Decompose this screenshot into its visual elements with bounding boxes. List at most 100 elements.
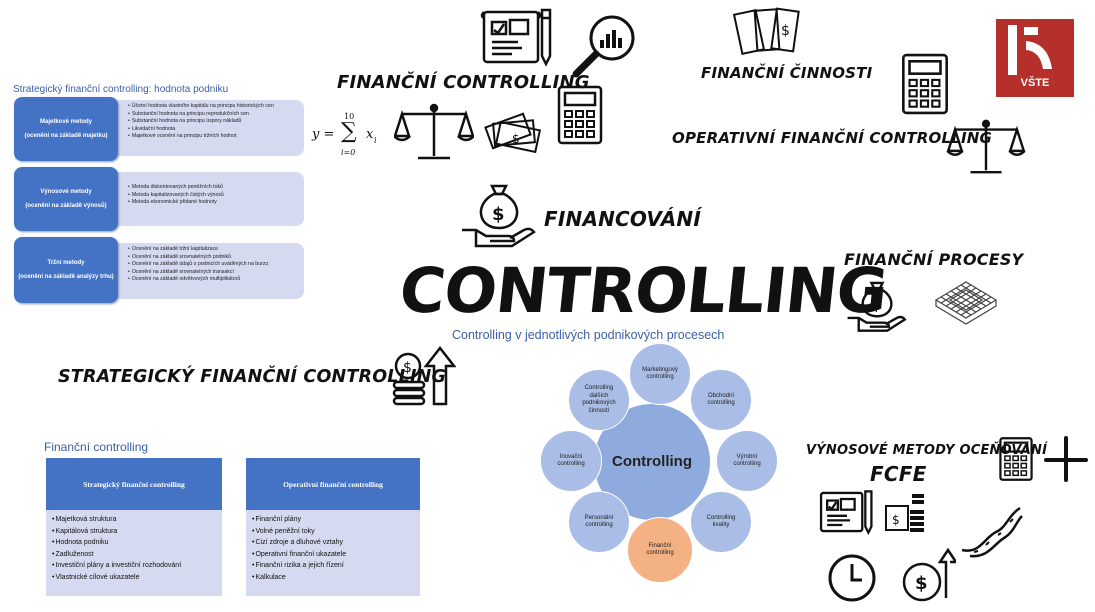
road-icon [961, 506, 1023, 558]
chip-icon [934, 281, 998, 325]
cycle-node-dalsi: Controlling dalších podnikových činností [568, 369, 630, 431]
group-2-list: Metoda diskontovaných peněžních toků Met… [110, 172, 304, 226]
calculator-icon-2 [902, 53, 948, 115]
svg-text:$: $ [871, 298, 881, 314]
svg-text:$: $ [512, 132, 520, 146]
money-stack-icon: $ [732, 7, 800, 56]
list-item: Volné peněžní toky [252, 526, 414, 538]
calculator-icon-3 [999, 437, 1033, 481]
list-item: Ocenění na základě tržní kapitalizace [128, 246, 298, 254]
node-label: Obchodní controlling [707, 392, 735, 407]
heading-financovani: FINANCOVÁNÍ [544, 207, 702, 231]
node-label: Controlling kvality [706, 514, 736, 529]
list-item: Metoda ekonomické přidané hodnoty [128, 199, 298, 207]
list-item: Zadluženost [52, 549, 216, 561]
group-3-list: Ocenění na základě tržní kapitalizace Oc… [110, 243, 304, 299]
cycle-node-personalni: Personální controlling [568, 491, 630, 553]
money-fan-icon: $ [484, 112, 542, 154]
heading-operativni: OPERATIVNÍ FINANČNÍ CONTROLLING [672, 129, 993, 147]
column-header-operativni: Operativní finanční controlling [246, 458, 420, 510]
group-sub: (ocenění na základě výnosů) [25, 203, 107, 209]
list-item: Finanční plány [252, 514, 414, 526]
blueprint-icon [480, 8, 552, 67]
group-1-list: Účetní hodnota vlastního kapitálu na pri… [110, 100, 304, 156]
sum-formula: y = 10 ∑ i=0 x i [312, 112, 382, 162]
list-item: Investiční plány a investiční rozhodován… [52, 560, 216, 572]
cycle-node-vyrobni: Výrobní controlling [716, 430, 778, 492]
heading-financni-cinnosti: FINANČNÍ ČINNOSTI [701, 64, 873, 82]
svg-text:$: $ [781, 23, 790, 39]
safe-coins-icon: $ [885, 494, 924, 532]
list-item: Účetní hodnota vlastního kapitálu na pri… [128, 103, 298, 111]
node-label: Výrobní controlling [733, 453, 761, 468]
formula-upper: 10 [344, 112, 355, 121]
group-1-label: Majetkové metody (ocenění na základě maj… [14, 97, 118, 161]
list-item: Metoda kapitalizovaných čistých výnosů [128, 192, 298, 200]
cycle-node-marketing: Marketingový controlling [629, 343, 691, 405]
node-label: Marketingový controlling [642, 366, 678, 381]
heading-controlling: CONTROLLING [396, 254, 891, 327]
dollar-arrow-icon: $ [902, 548, 956, 602]
node-label: Inovační controlling [557, 453, 585, 468]
heading-financni-procesy: FINANČNÍ PROCESY [844, 250, 1024, 269]
list-item: Hodnota podniku [52, 537, 216, 549]
strategic-methods-title: Strategický finanční controlling: hodnot… [13, 84, 229, 95]
svg-text:$: $ [492, 204, 505, 225]
list-item: Ocenění na základě údajů o podnicích uvá… [128, 261, 298, 269]
money-bag-hand-icon: $ [462, 184, 536, 248]
formula-term: x [366, 127, 374, 142]
list-item: Ocenění na základě srovnatelných transak… [128, 269, 298, 277]
magnifier-chart-icon [572, 15, 635, 78]
list-item: Metoda diskontovaných peněžních toků [128, 184, 298, 192]
group-sub: (ocenění na základě majetku) [24, 133, 108, 139]
list-item: Ocenění na základě srovnatelných podniků [128, 254, 298, 262]
group-name: Majetkové metody [39, 119, 93, 125]
formula-sigma: ∑ [341, 119, 357, 144]
scales-icon-2 [946, 119, 1026, 174]
group-sub: (ocenění na základě analýzy trhu) [18, 274, 114, 280]
node-label: Finanční controlling [646, 542, 674, 557]
scales-icon [394, 103, 474, 160]
cycle-node-obchodni: Obchodní controlling [690, 369, 752, 431]
list-item: Majetková struktura [52, 514, 216, 526]
formula-sub: i [374, 136, 377, 145]
group-2-label: Výnosové metody (ocenění na základě výno… [14, 167, 118, 231]
column-header-strategicky: Strategický finanční controlling [46, 458, 222, 510]
cycle-title: Controlling v jednotlivých podnikových p… [452, 328, 725, 342]
svg-text:$: $ [915, 573, 928, 594]
heading-vynosove: VÝNOSOVÉ METODY OCEŇOVÁNÍ [806, 443, 1048, 458]
logo-mark-icon [1008, 25, 1052, 75]
cycle-node-financni: Finanční controlling [627, 517, 693, 583]
clock-icon [828, 554, 876, 602]
svg-text:$: $ [403, 360, 412, 376]
formula-lower: i=0 [341, 148, 356, 157]
heading-strategicky: STRATEGICKÝ FINANČNÍ CONTROLLING [58, 367, 447, 387]
cycle-node-kvalita: Controlling kvality [690, 491, 752, 553]
calculator-icon [557, 85, 603, 145]
plus-icon [1044, 436, 1088, 482]
svg-text:$: $ [892, 513, 900, 527]
group-name: Tržní metody [47, 260, 85, 266]
list-item: Likvidační hodnota [128, 126, 298, 134]
group-3-label: Tržní metody (ocenění na základě analýzy… [14, 237, 118, 303]
cycle-center-label: Controlling [612, 453, 692, 471]
list-item: Finanční rizika a jejich řízení [252, 560, 414, 572]
financni-controlling-title: Finanční controlling [44, 440, 149, 454]
list-item: Majetkové ocenění na principu tržních ho… [128, 133, 298, 141]
coins-arrow-icon: $ [392, 345, 456, 406]
heading-financni-controlling: FINANČNÍ CONTROLLING [337, 72, 590, 93]
formula-y: y = [312, 127, 335, 142]
node-label: Personální controlling [584, 514, 614, 529]
list-item: Ocenění na základě odvětvových multiplik… [128, 276, 298, 284]
list-item: Kapitálová struktura [52, 526, 216, 538]
money-bag-hand-icon-2: $ [847, 281, 907, 332]
group-name: Výnosové metody [40, 189, 92, 195]
list-item: Operativní finanční ukazatele [252, 549, 414, 561]
blueprint-icon-2 [819, 490, 873, 536]
heading-fcfe: FCFE [870, 462, 927, 486]
node-label: Controlling dalších podnikových činností [582, 385, 616, 414]
cycle-node-inovacni: Inovační controlling [540, 430, 602, 492]
column-body-operativni: Finanční plány Volné peněžní toky Cizí z… [246, 510, 420, 596]
list-item: Kalkulace [252, 572, 414, 584]
column-body-strategicky: Majetková struktura Kapitálová struktura… [46, 510, 222, 596]
